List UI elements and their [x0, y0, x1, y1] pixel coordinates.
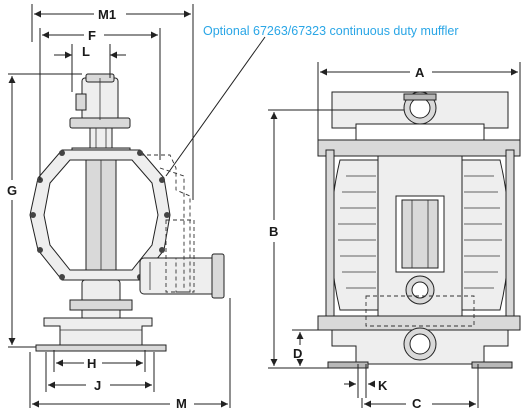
dim-label-H: H	[87, 356, 96, 371]
side-view	[29, 73, 225, 352]
side-view-dimensions	[8, 4, 266, 408]
dim-label-F: F	[88, 28, 96, 43]
dim-label-M1: M1	[98, 7, 116, 22]
dim-label-J: J	[94, 378, 101, 393]
dim-label-M: M	[176, 396, 187, 408]
dim-label-A: A	[415, 65, 425, 80]
muffler-callout: Optional 67263/67323 continuous duty muf…	[203, 24, 459, 38]
dim-label-G: G	[7, 183, 17, 198]
front-view	[317, 91, 521, 369]
dim-label-L: L	[82, 44, 90, 59]
front-view-dimensions	[268, 62, 521, 408]
dim-label-K: K	[378, 378, 388, 393]
dim-label-D: D	[293, 346, 302, 361]
dim-label-C: C	[412, 396, 422, 408]
optional-muffler-outline	[140, 154, 195, 293]
dim-label-B: B	[269, 224, 278, 239]
